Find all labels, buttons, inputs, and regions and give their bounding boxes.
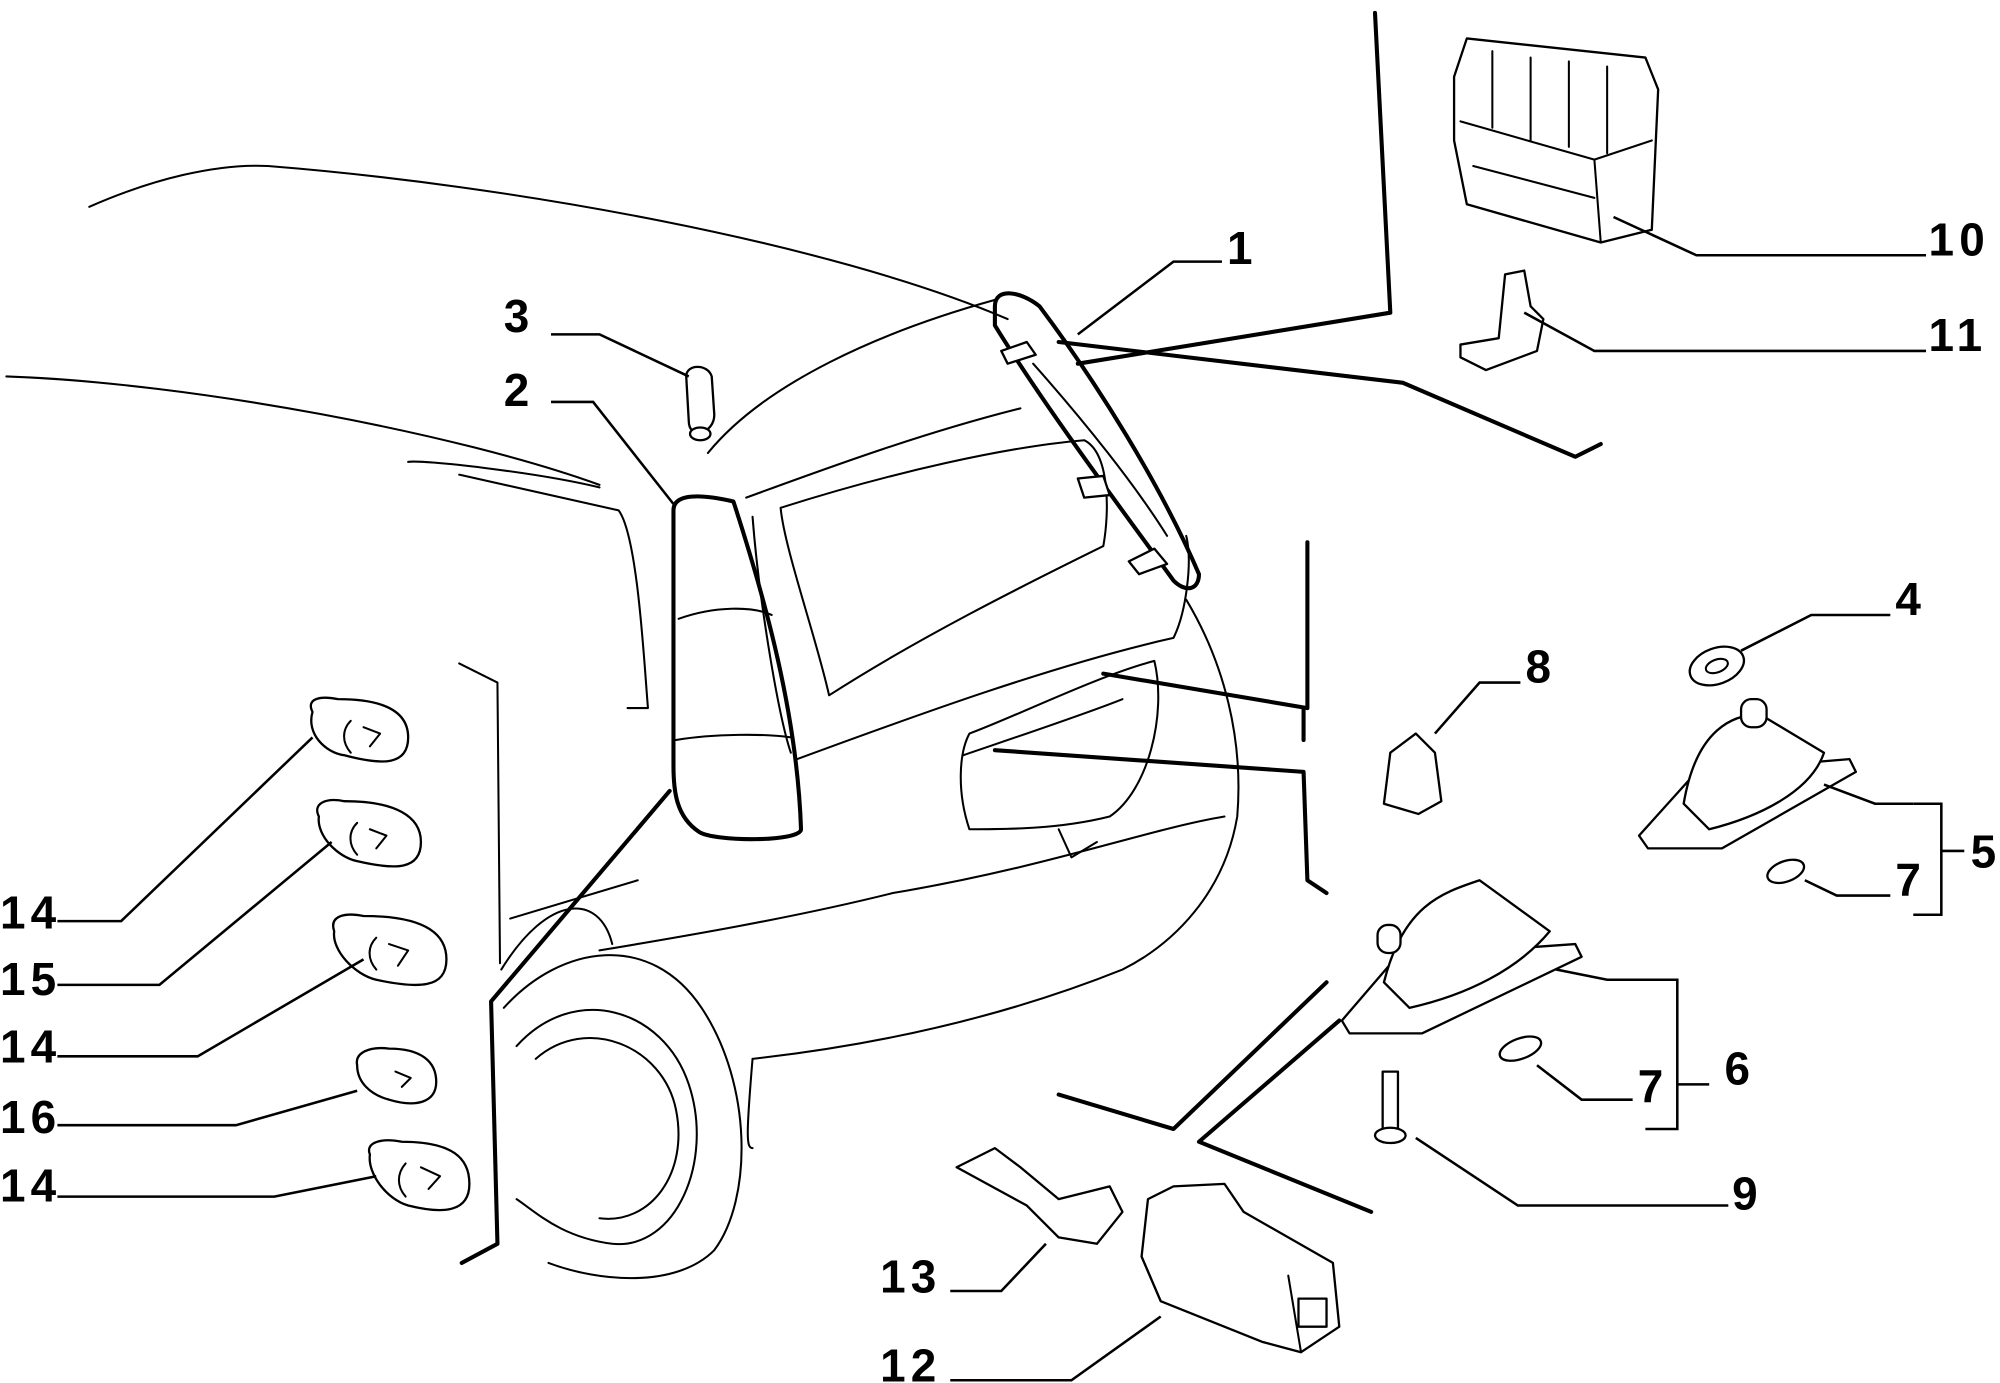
bulb-15 — [316, 799, 423, 868]
callout-6: 6 — [1724, 1042, 1755, 1094]
callout-7-lower: 7 — [1638, 1060, 1669, 1112]
section-line-2 — [1056, 339, 1603, 459]
callout-10: 10 — [1929, 213, 1990, 265]
section-line-8 — [1196, 1018, 1374, 1214]
bulb-16 — [355, 1046, 438, 1105]
connector-block-part — [1452, 37, 1660, 244]
leader-lines — [57, 215, 1965, 1382]
section-line-3 — [1101, 540, 1310, 711]
plate-lamp-6-part — [1340, 879, 1583, 1035]
callout-14-a: 14 — [0, 887, 61, 939]
callout-16: 16 — [0, 1091, 61, 1143]
plate-lamp-5-part — [1637, 698, 1858, 850]
callout-14-c: 14 — [0, 1160, 61, 1212]
callout-13: 13 — [880, 1250, 941, 1302]
car-outline — [5, 164, 1240, 1280]
high-mount-lamp-part — [992, 291, 1202, 591]
section-line-4 — [992, 748, 1329, 896]
grommet-part — [1688, 645, 1746, 687]
callout-7-upper: 7 — [1895, 854, 1926, 906]
callout-11: 11 — [1929, 309, 1988, 361]
callout-2: 2 — [504, 364, 535, 416]
callout-3: 3 — [504, 290, 535, 342]
section-line-7 — [1056, 980, 1329, 1132]
cover-cap-part — [1382, 732, 1443, 816]
callout-4: 4 — [1895, 573, 1926, 625]
festoon-bulb-part-2 — [1498, 1035, 1543, 1062]
tail-lamp-part — [671, 494, 804, 842]
callout-12: 12 — [880, 1340, 941, 1383]
callout-8: 8 — [1526, 641, 1557, 693]
wire-terminal-part — [955, 1146, 1124, 1245]
festoon-bulb-part — [1766, 858, 1806, 885]
callout-14-b: 14 — [0, 1021, 61, 1073]
bulb-14-b — [332, 913, 448, 987]
bulb-14-a — [309, 696, 410, 763]
section-line-1 — [1075, 10, 1393, 366]
section-line-6 — [459, 788, 672, 1265]
callout-15: 15 — [0, 953, 61, 1005]
bulb-14-c — [367, 1139, 471, 1212]
screw-part — [1373, 1070, 1407, 1145]
callout-5: 5 — [1971, 826, 2000, 878]
callout-9: 9 — [1732, 1167, 1763, 1219]
connector-housing-part — [1140, 1182, 1341, 1354]
callout-1: 1 — [1227, 222, 1258, 274]
terminal-part — [1459, 269, 1545, 372]
bulb-3 — [685, 365, 716, 442]
